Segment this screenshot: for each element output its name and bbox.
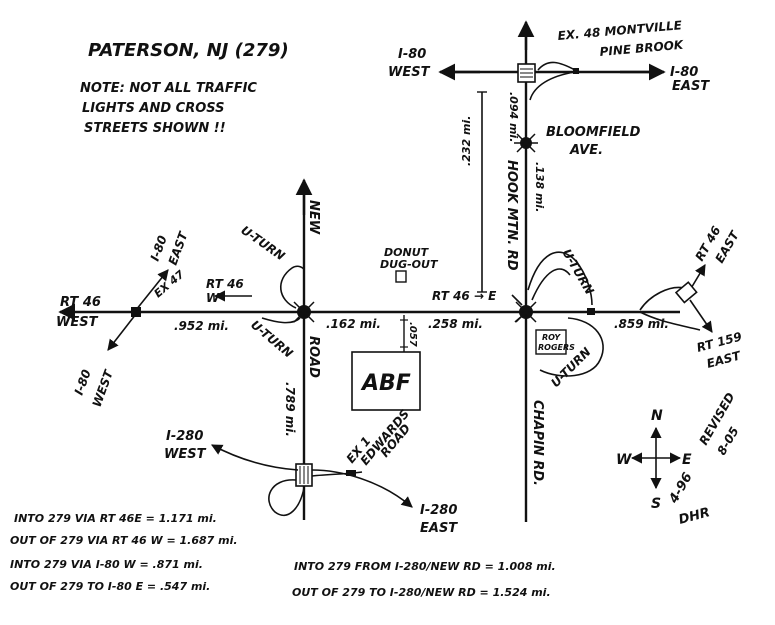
note-left-3: INTO 279 VIA I-80 W = .871 mi.: [10, 558, 203, 571]
label-roy-1: ROY: [542, 333, 561, 342]
label-dist-859: .859 mi.: [614, 317, 669, 331]
label-i80-west-top-1: I-80: [398, 47, 426, 62]
rt159-east-ramp: [639, 311, 701, 331]
label-i280-west-2: WEST: [164, 447, 207, 462]
label-bloomfield-1: BLOOMFIELD: [546, 125, 641, 140]
label-rt46-w-2: W: [206, 291, 220, 305]
note-right-2: OUT OF 279 TO I-280/NEW RD = 1.524 mi.: [292, 586, 551, 599]
label-bloomfield-2: AVE.: [569, 143, 603, 158]
label-i80-west-top-2: WEST: [388, 65, 431, 80]
ex1-marker: [346, 470, 356, 476]
label-i80-east-top-1: I-80: [670, 65, 698, 80]
i80-east-nw-ramp: [135, 269, 169, 311]
note-left-2: OUT OF 279 VIA RT 46 W = 1.687 mi.: [10, 534, 238, 547]
label-rt46-e: RT 46 → E: [432, 289, 497, 303]
note-line-1: NOTE: NOT ALL TRAFFIC: [80, 81, 257, 96]
traffic-light-hook-mtn: [513, 299, 539, 325]
uturn-ne-ramp-2: [531, 268, 571, 301]
rt159-east-arrow: [689, 299, 713, 333]
uturn-diag-1: [511, 294, 523, 306]
label-rt46-west-2: WEST: [56, 315, 99, 330]
i80-ramp-ne: [537, 61, 576, 71]
label-dist-138: .138 mi.: [533, 162, 546, 212]
label-new-road-top: NEW: [306, 200, 321, 235]
compass-rose: [630, 426, 682, 490]
rt46-east-arrow: [689, 264, 706, 291]
note-left-1: INTO 279 VIA RT 46E = 1.171 mi.: [14, 512, 217, 525]
label-uturn-sw: U-TURN: [248, 318, 295, 361]
i280-west-ramp: [211, 444, 299, 471]
note-right-1: INTO 279 FROM I-280/NEW RD = 1.008 mi.: [294, 560, 556, 573]
label-i280-east-1: I-280: [420, 503, 457, 518]
compass-w-label: W: [616, 452, 632, 468]
compass-s-label: S: [651, 496, 661, 512]
note-line-3: STREETS SHOWN !!: [84, 121, 226, 136]
label-dist-232: .232 mi.: [460, 116, 473, 166]
map-title: PATERSON, NJ (279): [88, 40, 289, 61]
i280-east-ramp: [311, 469, 413, 508]
uturn-se-loop: [539, 317, 604, 377]
label-rt46-w-1: RT 46: [206, 277, 244, 291]
label-orig-1: 4-96: [666, 470, 696, 507]
traffic-light-bloomfield: [514, 131, 538, 155]
label-ex48-2: PINE BROOK: [599, 38, 685, 59]
rt46-east-ramp: [639, 286, 685, 311]
label-abf: ABF: [360, 371, 411, 396]
rt46-rt159-interchange-box: [674, 281, 698, 304]
label-new-road-bottom: ROAD: [306, 336, 321, 378]
label-dist-162: .162 mi.: [326, 317, 381, 331]
i80-west-sw-ramp: [107, 313, 137, 351]
label-donut-2: DUG-OUT: [380, 258, 439, 271]
uturn-nw-loop: [280, 265, 305, 309]
label-chapin: CHAPIN RD.: [530, 400, 545, 486]
label-dist-094: .094 mi.: [507, 92, 520, 142]
traffic-light-new-road: [291, 299, 317, 325]
ex1-ramp: [311, 471, 363, 477]
label-i280-east-2: EAST: [420, 521, 458, 536]
label-uturn-nw: U-TURN: [238, 223, 287, 263]
abf-building: [351, 351, 421, 411]
roy-rogers-box: [535, 329, 567, 355]
label-rt46-west-1: RT 46: [60, 295, 101, 310]
label-roy-2: ROGERS: [538, 343, 575, 352]
rt46-east-marker: [587, 308, 595, 315]
label-hook-mtn: HOOK MTN. RD: [504, 160, 519, 271]
label-i80-east-top-2: EAST: [672, 79, 710, 94]
label-i80-east-w-2: EAST: [166, 229, 191, 267]
label-orig-2: DHR: [677, 505, 711, 528]
label-i80-west-sw-2: WEST: [90, 368, 117, 410]
uturn-sw-loop: [261, 317, 301, 324]
donut-dugout-box: [395, 270, 407, 283]
ex48-marker: [573, 68, 579, 74]
label-dist-258: .258 mi.: [428, 317, 483, 331]
i80-ramp-se: [529, 71, 576, 101]
note-line-2: LIGHTS AND CROSS: [82, 101, 225, 116]
compass-e-label: E: [682, 452, 692, 468]
label-i80-west-sw-1: I-80: [72, 368, 94, 397]
compass-n-label: N: [651, 408, 663, 424]
uturn-ne-ramp: [527, 251, 593, 306]
label-donut-1: DONUT: [384, 246, 430, 259]
label-i280-west-1: I-280: [166, 429, 203, 444]
label-dist-952: .952 mi.: [174, 319, 229, 333]
note-left-4: OUT OF 279 TO I-80 E = .547 mi.: [10, 580, 210, 593]
label-dist-057: .057: [407, 322, 418, 347]
label-dist-789: .789 mi.: [283, 382, 297, 437]
label-uturn-ne: U-TURN: [559, 247, 596, 297]
ex47-marker: [131, 307, 141, 317]
i280-loop: [268, 479, 305, 517]
